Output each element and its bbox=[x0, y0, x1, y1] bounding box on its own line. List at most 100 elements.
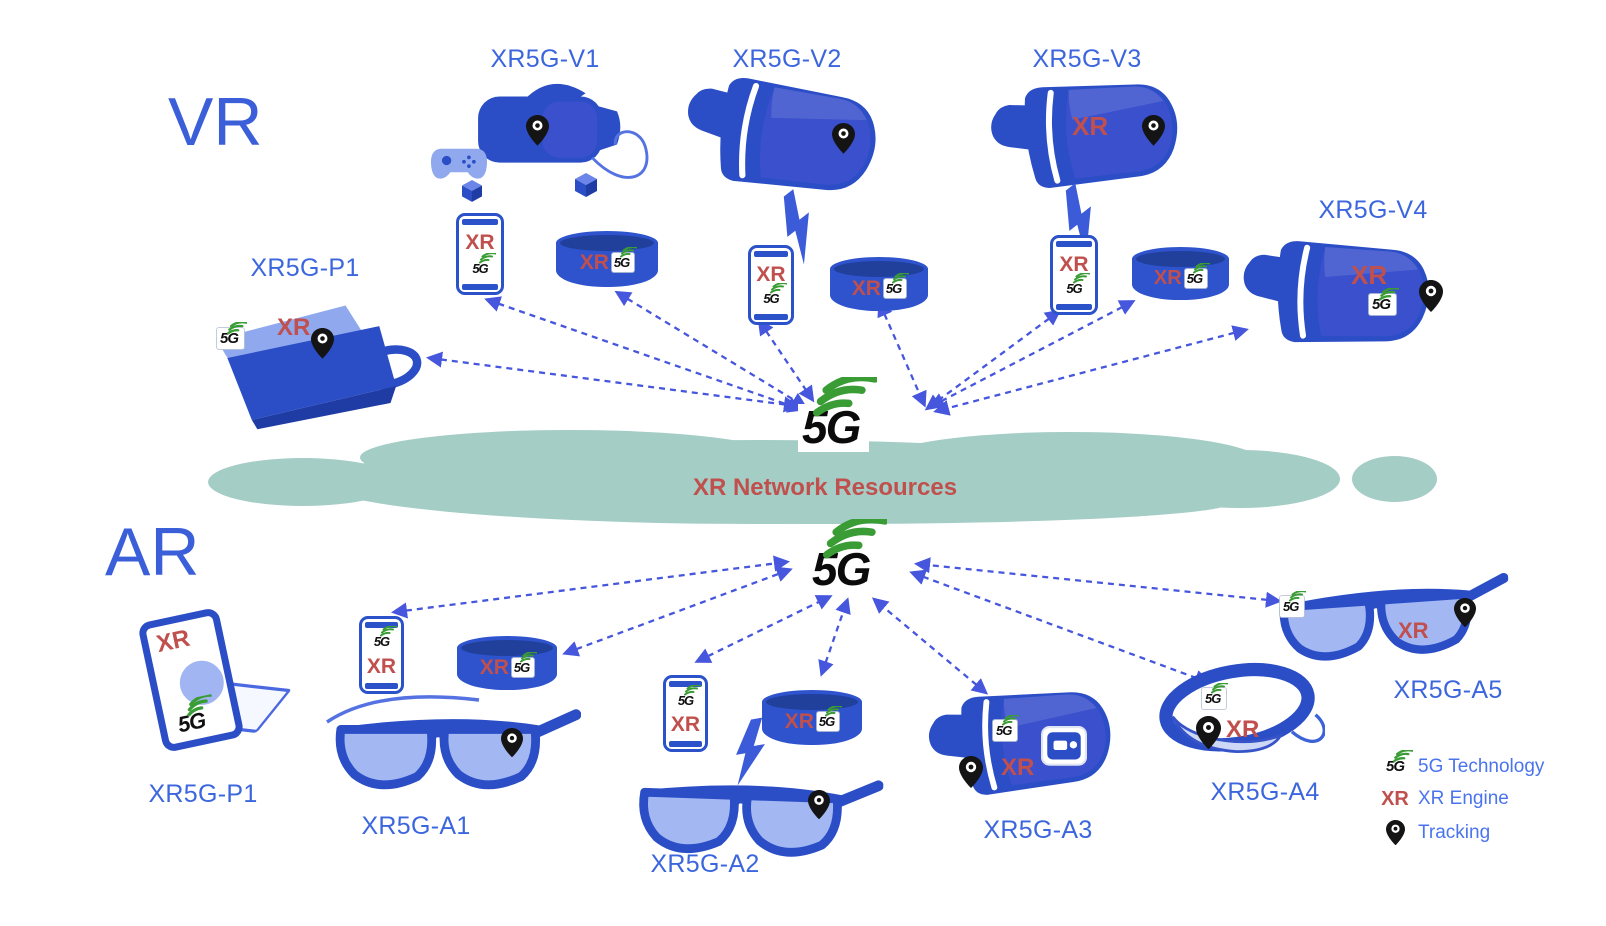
fiveg-badge: 5G bbox=[511, 652, 538, 677]
fiveg-logo: 5G bbox=[1066, 273, 1090, 297]
cloud-shape bbox=[1352, 456, 1437, 502]
device-label: XR5G-A5 bbox=[1393, 676, 1503, 704]
device-xr5g-v1: XR5G-V1 XR 5G XR 5G bbox=[420, 45, 670, 315]
legend-item-tracking: Tracking bbox=[1372, 820, 1587, 846]
ar-5g-hub: 5G bbox=[808, 546, 879, 594]
device-xr5g-a2: 5G XR XR 5G XR5G-A2 bbox=[612, 642, 887, 887]
device-xr5g-p1-ar: XR 5G XR5G-P1 bbox=[128, 592, 358, 817]
fiveg-logo: 5G bbox=[802, 404, 859, 450]
device-xr5g-v4: XR5G-V4 XR 5G bbox=[1233, 196, 1448, 361]
device-xr5g-a5: 5G XR XR5G-A5 bbox=[1258, 556, 1538, 711]
smartphone-icon: XR 5G bbox=[1050, 235, 1098, 315]
xr-engine-badge: XR bbox=[479, 656, 509, 679]
smartphone-icon: XR 5G bbox=[137, 606, 245, 754]
smartphone-icon: 5G XR bbox=[359, 616, 404, 694]
device-label: XR5G-P1 bbox=[250, 254, 360, 282]
tracking-pin-icon bbox=[1454, 598, 1476, 628]
edge-server-icon: XR 5G bbox=[457, 636, 557, 690]
ar-glasses-icon bbox=[331, 700, 581, 808]
fiveg-badge: 5G bbox=[217, 322, 248, 349]
xr-engine-badge: XR bbox=[579, 251, 609, 274]
fiveg-badge: 5G bbox=[1184, 262, 1211, 288]
device-label: XR5G-A2 bbox=[650, 850, 760, 878]
fiveg-logo: 5G bbox=[374, 626, 398, 650]
xr-engine-badge: XR bbox=[277, 314, 311, 341]
xr-engine-badge: XR bbox=[1001, 754, 1035, 781]
xr-engine-badge: XR bbox=[670, 713, 701, 737]
tracking-pin-icon bbox=[311, 328, 334, 359]
device-label: XR5G-A4 bbox=[1210, 778, 1320, 806]
cloud-shape bbox=[360, 430, 780, 485]
device-label: XR5G-A3 bbox=[983, 816, 1093, 844]
vr-section-label: VR bbox=[168, 84, 263, 160]
legend-label: Tracking bbox=[1418, 821, 1491, 843]
glasses-temple-arc bbox=[326, 695, 480, 724]
tracking-pin-icon bbox=[959, 756, 983, 788]
fiveg-badge: 5G bbox=[1369, 288, 1400, 315]
legend-label: 5G Technology bbox=[1418, 756, 1545, 777]
device-xr5g-v2: XR5G-V2 XR 5G XR 5G bbox=[671, 45, 928, 325]
fiveg-badge: 5G bbox=[1202, 683, 1229, 709]
xr-engine-badge: XR bbox=[1226, 716, 1260, 743]
xr-engine-badge: XR bbox=[465, 231, 495, 255]
xr-engine-badge: XR bbox=[756, 262, 786, 286]
device-xr5g-p1-vr: XR5G-P1 5G XR bbox=[185, 246, 435, 436]
edge-server-icon: XR 5G bbox=[830, 257, 928, 311]
xr-engine-badge: XR bbox=[1059, 252, 1089, 276]
device-xr5g-a1: 5G XR XR 5G XR5G-A1 bbox=[323, 588, 588, 843]
device-label: XR5G-V4 bbox=[1318, 196, 1428, 224]
device-xr5g-v3: XR5G-V3 XR XR 5G XR 5G bbox=[962, 45, 1232, 315]
vr-headset-icon bbox=[1234, 227, 1442, 361]
ar-content-circle bbox=[175, 656, 228, 709]
ar-glasses-icon bbox=[1273, 564, 1514, 682]
device-xr5g-a4: 5G XR XR5G-A4 bbox=[1138, 636, 1343, 811]
cube-icon bbox=[462, 180, 482, 202]
tracking-pin-icon bbox=[501, 728, 523, 758]
xr-engine-badge: XR bbox=[1381, 788, 1409, 810]
fiveg-logo: 5G bbox=[763, 283, 787, 307]
edge-server-icon: XR 5G bbox=[1132, 247, 1229, 300]
tracking-pin-icon bbox=[1196, 716, 1221, 750]
fiveg-badge: 5G bbox=[883, 273, 910, 298]
cloud-label: XR Network Resources bbox=[692, 474, 958, 501]
legend-item-5g: 5G 5G Technology bbox=[1372, 750, 1587, 778]
fiveg-logo: 5G bbox=[678, 684, 702, 709]
device-label: XR5G-V2 bbox=[732, 45, 842, 73]
fiveg-logo: 5G bbox=[176, 693, 216, 737]
smartphone-icon: XR 5G bbox=[748, 245, 794, 325]
smartphone-icon: XR 5G bbox=[456, 213, 504, 295]
cloud-shape bbox=[208, 458, 398, 506]
cardboard-headset-icon bbox=[203, 298, 428, 434]
fiveg-logo: 5G bbox=[472, 252, 496, 277]
legend-item-xr: XR XR Engine bbox=[1372, 788, 1587, 810]
smartphone-icon: 5G XR bbox=[663, 675, 708, 752]
fiveg-logo: 5G bbox=[1386, 750, 1413, 775]
device-xr5g-a3: 5G XR XR5G-A3 bbox=[913, 652, 1128, 857]
device-label: XR5G-V1 bbox=[490, 45, 600, 73]
legend-label: XR Engine bbox=[1418, 788, 1509, 809]
xr-engine-badge: XR bbox=[1351, 260, 1388, 290]
cube-icon bbox=[575, 173, 597, 197]
edge-server-icon: XR 5G bbox=[556, 231, 658, 287]
ar-headset-icon bbox=[921, 677, 1124, 807]
fiveg-badge: 5G bbox=[816, 706, 843, 731]
xr-engine-badge: XR bbox=[366, 655, 397, 678]
fiveg-badge: 5G bbox=[993, 715, 1020, 741]
tracking-pin-icon bbox=[808, 790, 830, 820]
edge-server-icon: XR 5G bbox=[762, 690, 862, 745]
xr-engine-badge: XR bbox=[1398, 618, 1429, 643]
tracking-pin-icon bbox=[1142, 115, 1165, 146]
vr-5g-hub: 5G bbox=[798, 404, 869, 452]
xr-engine-badge: XR bbox=[1153, 267, 1182, 289]
device-label: XR5G-P1 bbox=[148, 780, 258, 808]
fiveg-badge: 5G bbox=[611, 247, 638, 272]
xr-engine-badge: XR bbox=[154, 624, 193, 659]
vr-headset-icon bbox=[671, 58, 894, 215]
device-label: XR5G-A1 bbox=[361, 812, 471, 840]
device-label: XR5G-V3 bbox=[1032, 45, 1142, 73]
ar-section-label: AR bbox=[105, 514, 200, 590]
tracking-pin-icon bbox=[1385, 820, 1405, 846]
legend: 5G 5G Technology XR XR Engine Tracking bbox=[1372, 750, 1587, 855]
camera-passthrough-icon bbox=[1041, 726, 1087, 766]
xr-engine-badge: XR bbox=[1072, 111, 1109, 141]
